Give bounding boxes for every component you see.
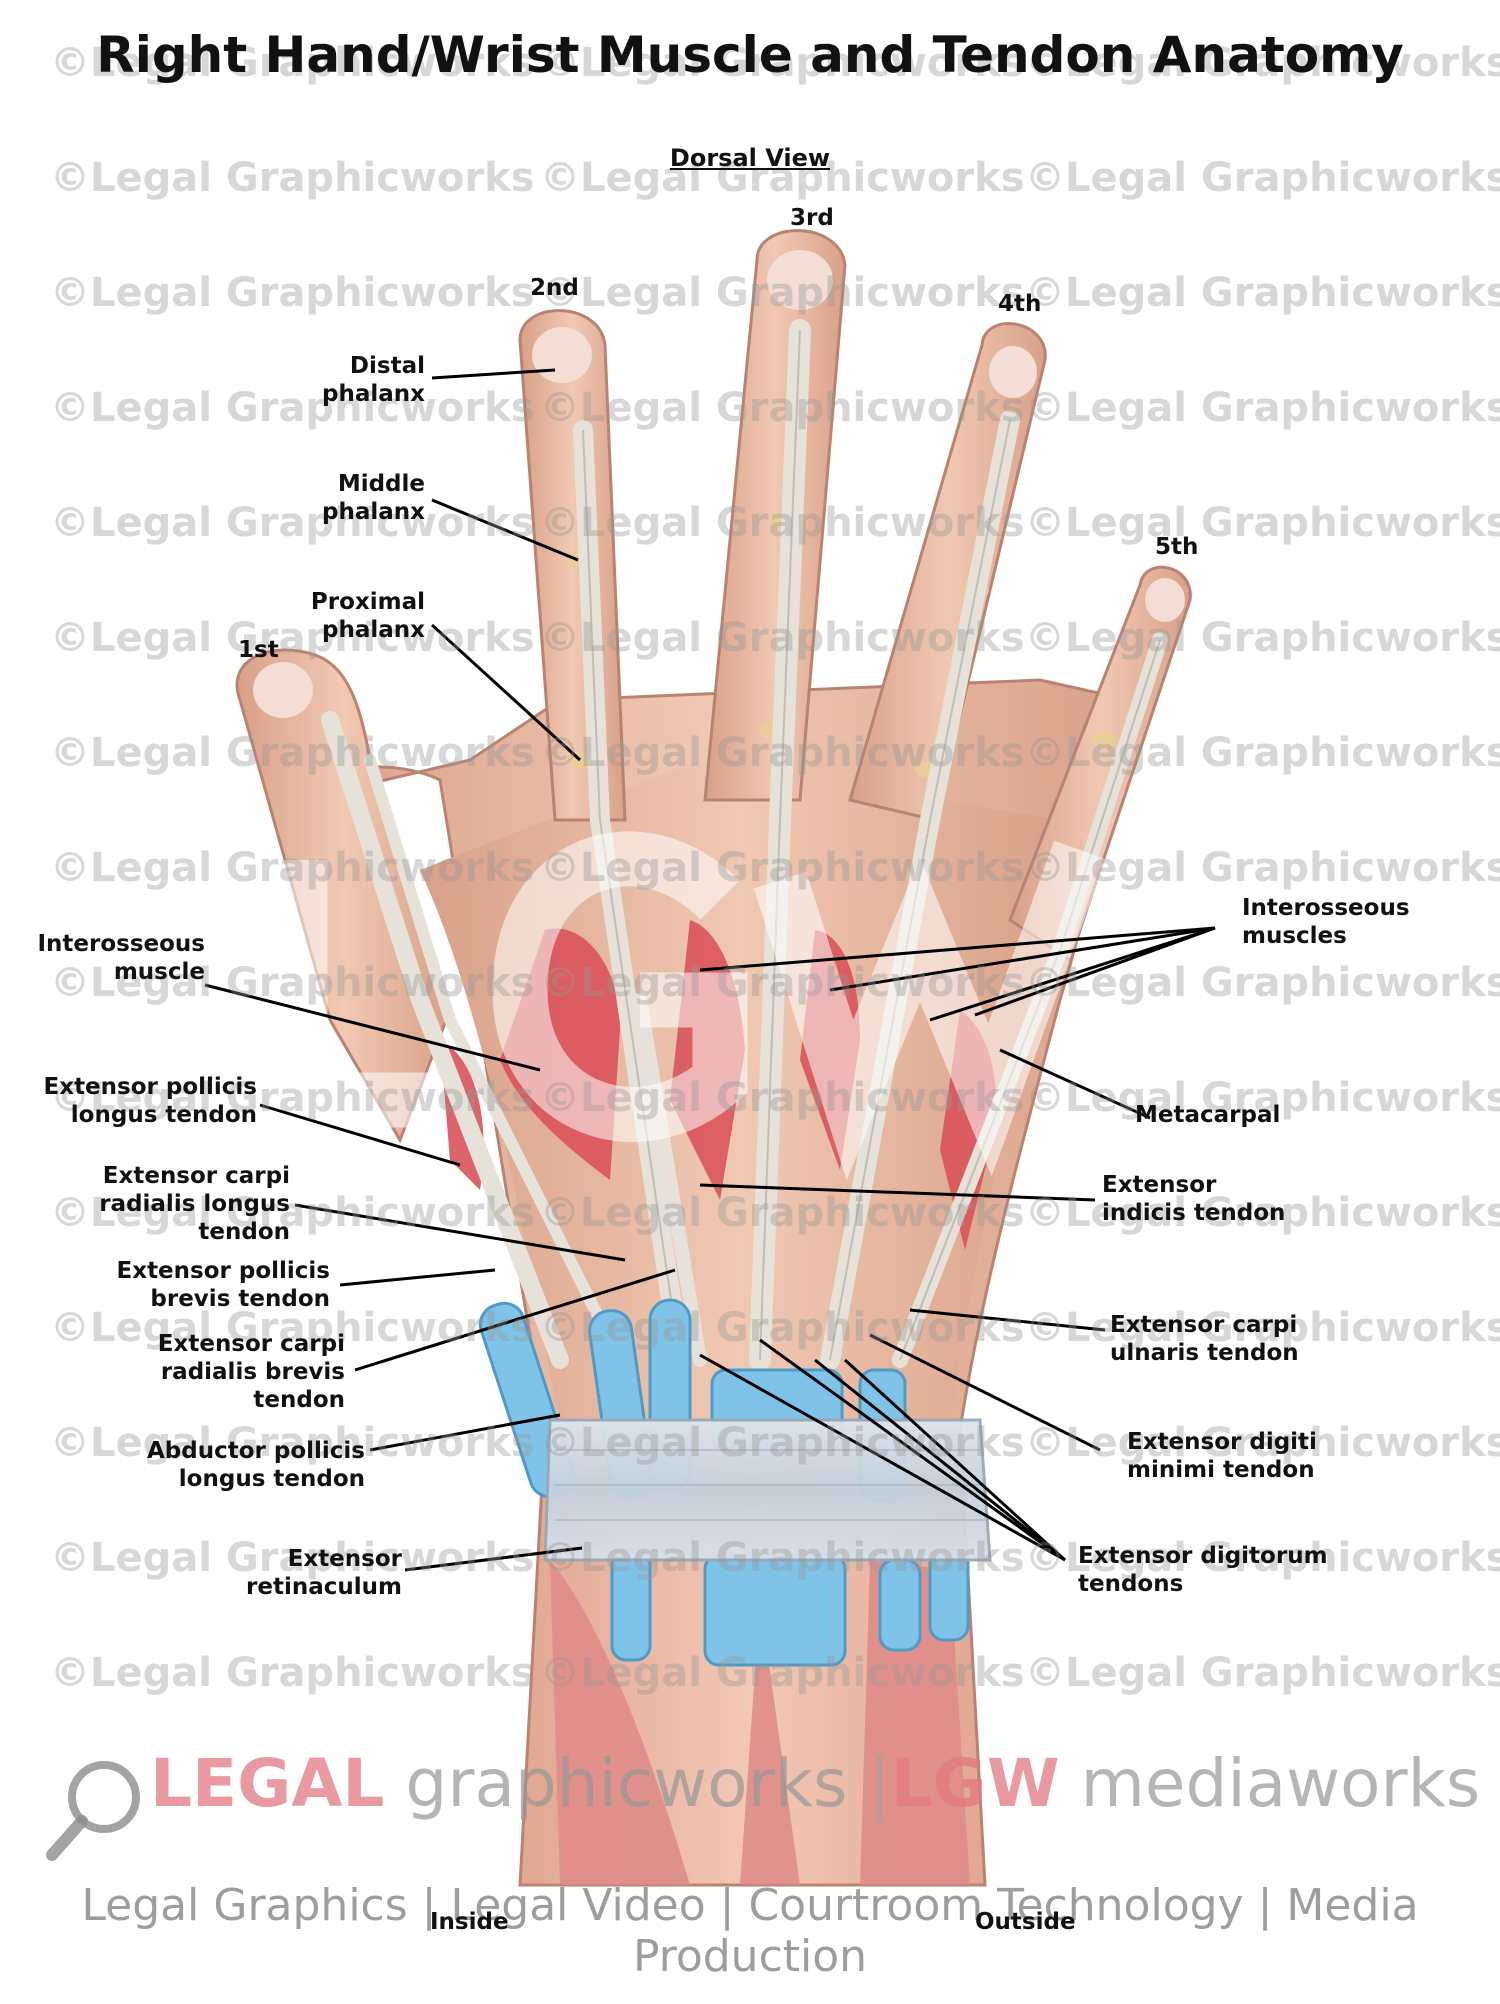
leader-ecr-brevis [354, 1268, 676, 1372]
leader-interosseous-muscle [204, 983, 541, 1072]
leader-ecu [909, 1308, 1106, 1332]
view-label: Dorsal View [669, 144, 831, 172]
leader-apl [369, 1413, 561, 1452]
leader-ed-3 [814, 1358, 1066, 1562]
leader-edm [869, 1333, 1101, 1452]
leader-extensor-pollicis-longus [259, 1103, 461, 1167]
brand-logo: LEGAL graphicworks |LGW mediaworks [150, 1745, 1480, 1822]
finger-label-4th: 4th [998, 291, 1042, 317]
brand-lgw: LGW [890, 1745, 1060, 1822]
finger-label-3rd: 3rd [790, 205, 834, 231]
leader-ed-2 [759, 1338, 1066, 1562]
label-metacarpal: Metacarpal [1135, 1102, 1281, 1128]
label-inside: Inside [430, 1909, 509, 1935]
leader-ed-1 [699, 1353, 1066, 1562]
finger-label-5th: 5th [1155, 534, 1199, 560]
leader-extensor-indicis [699, 1183, 1096, 1202]
extensor-retinaculum-band [543, 1418, 992, 1562]
brand-legal: LEGAL [150, 1745, 385, 1822]
brand-separator: | [868, 1745, 891, 1822]
fingernails [532, 250, 1185, 622]
thumb [235, 648, 452, 1144]
leader-epb [339, 1268, 496, 1287]
leader-interosseous-muscles-4 [974, 926, 1216, 1017]
page-title: Right Hand/Wrist Muscle and Tendon Anato… [96, 26, 1404, 84]
synovial-sheaths [478, 1298, 970, 1667]
brand-mediaworks: mediaworks [1059, 1745, 1481, 1822]
brand-tagline: Legal Graphics | Legal Video | Courtroom… [81, 1880, 1419, 1982]
finger-label-1st: 1st [238, 637, 279, 663]
leader-ed-4 [843, 1358, 1067, 1562]
lgw-watermark-logo [272, 831, 1106, 1181]
leader-interosseous-muscles-2 [829, 926, 1216, 992]
leader-distal-phalanx [431, 368, 556, 380]
magnifier-icon [46, 1761, 140, 1861]
leader-retinaculum [404, 1546, 583, 1572]
brand-graphicworks: graphicworks [384, 1745, 869, 1822]
finger-label-2nd: 2nd [530, 275, 579, 301]
leader-interosseous-muscles-1 [699, 926, 1216, 972]
leader-interosseous-muscles-3 [929, 926, 1216, 1022]
label-outside: Outside [975, 1909, 1076, 1935]
leader-lines [204, 368, 1216, 1572]
leader-metacarpal [999, 1048, 1151, 1120]
leader-proximal-phalanx [430, 623, 582, 762]
leader-middle-phalanx [431, 498, 579, 562]
leader-ecr-longus [294, 1203, 626, 1262]
